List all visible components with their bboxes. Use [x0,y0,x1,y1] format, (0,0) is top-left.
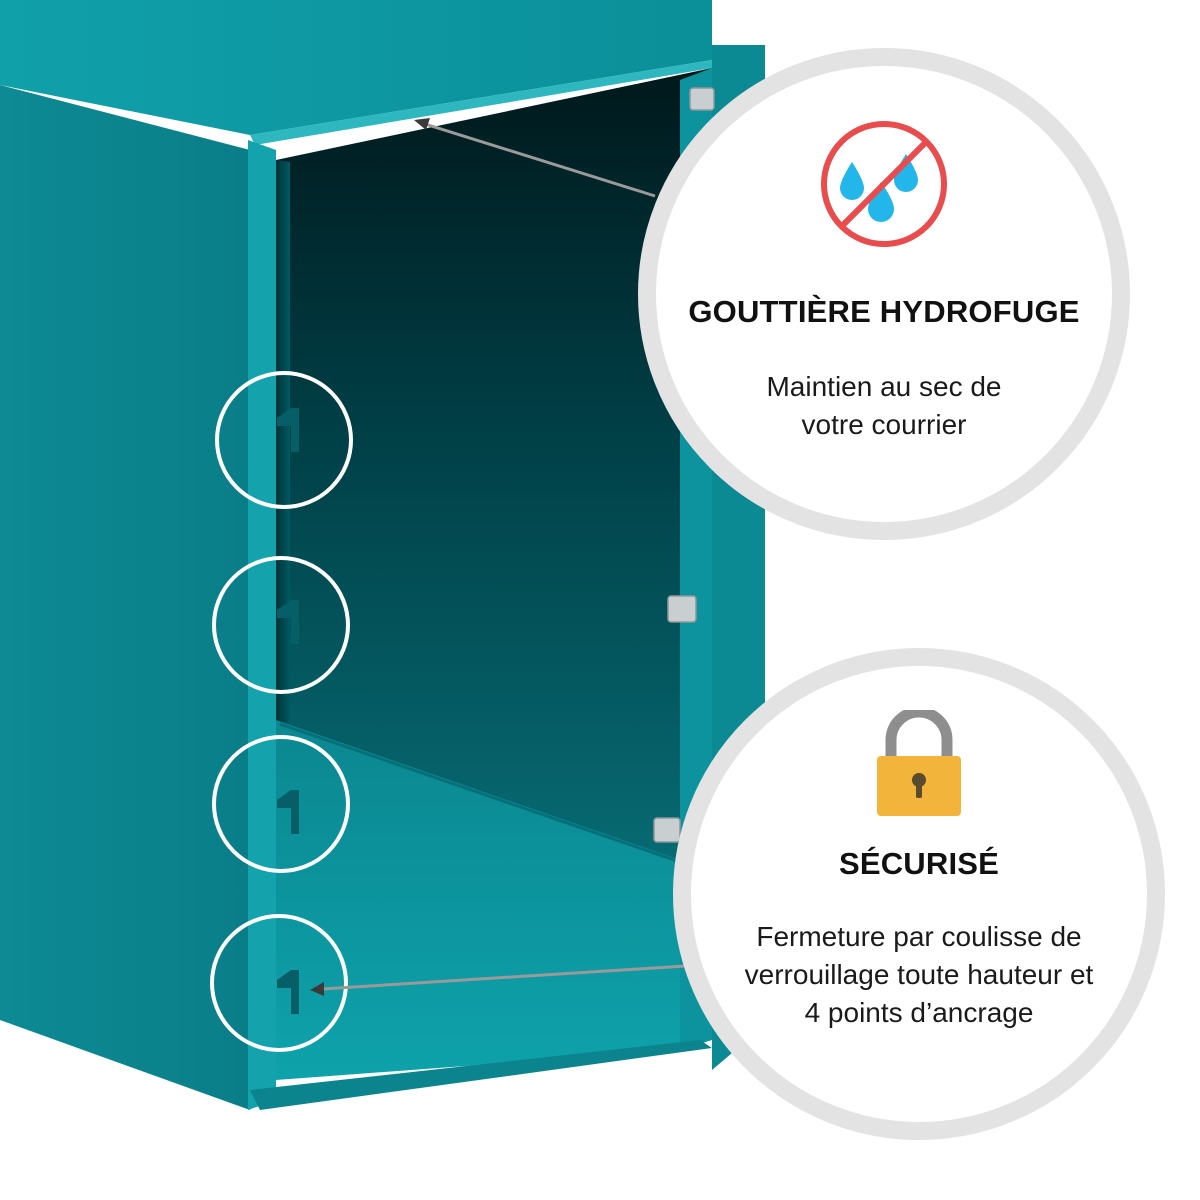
box-outer-face [0,85,250,1110]
arrow-head [310,118,430,996]
callout-secure: SÉCURISÉ Fermeture par coulisse de verro… [673,648,1165,1140]
top-lip [250,60,712,145]
interior-left-wall [276,160,290,740]
box-top-panel [0,0,712,135]
floor-crease [279,722,681,864]
callout-waterproof: GOUTTIÈRE HYDROFUGE Maintien au sec de v… [638,48,1130,540]
hinge [653,87,715,843]
bottom-lip [250,1040,712,1110]
callout-title: SÉCURISÉ [838,846,1000,881]
anchor-slot [277,408,299,1014]
callout-description: Maintien au sec de votre courrier [766,371,1002,440]
callout-title: GOUTTIÈRE HYDROFUGE [688,294,1080,329]
no-water-icon [818,118,950,250]
padlock-icon [873,706,965,818]
pointer-arrow [321,122,687,991]
slot-highlight-circle [210,371,353,1052]
front-edge [248,140,276,1110]
interior-floor [276,720,680,1080]
callout-description: Fermeture par coulisse de verrouillage t… [744,921,1094,1028]
